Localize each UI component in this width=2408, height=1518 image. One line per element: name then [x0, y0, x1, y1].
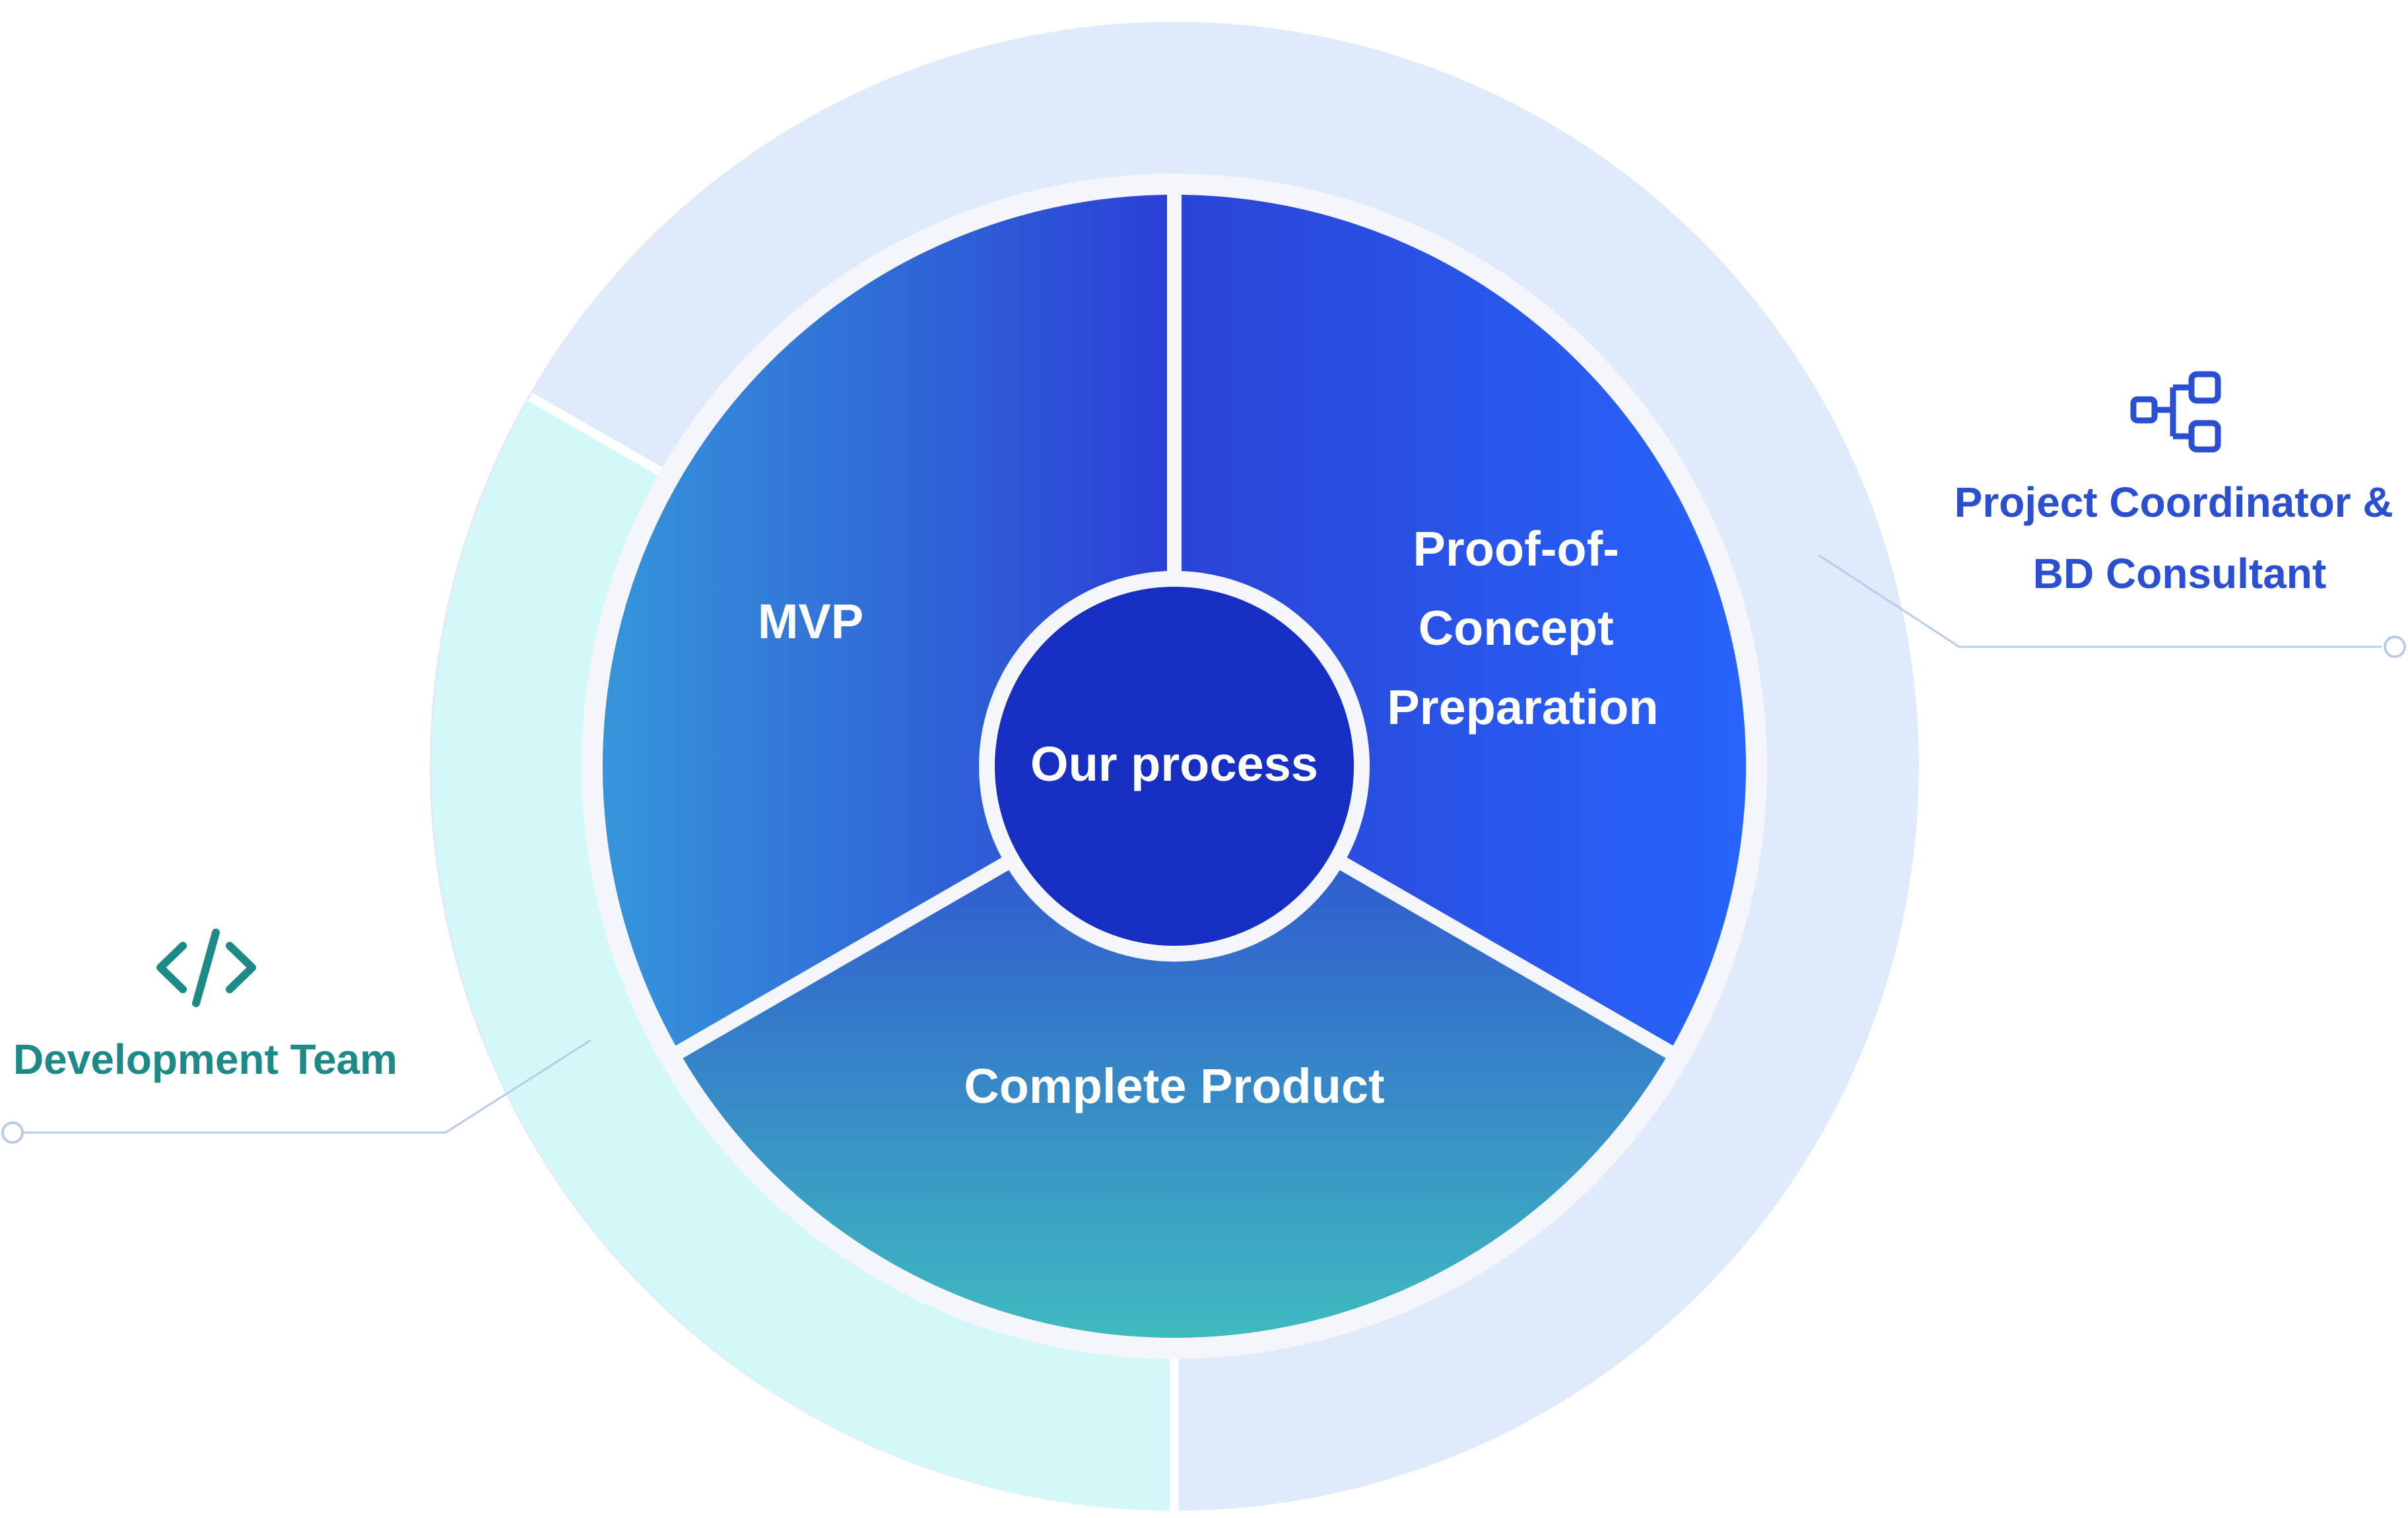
coordinator-label-line: Project Coordinator & [1955, 478, 2393, 526]
segment-poc-label-line: Preparation [1387, 680, 1658, 735]
process-pie [582, 174, 1767, 1359]
segment-mvp-label: MVP [758, 594, 863, 649]
hierarchy-icon [2130, 371, 2221, 453]
segment-poc-label-line: Concept [1419, 601, 1614, 655]
development-leader-line [24, 1039, 591, 1134]
coordinator-leader-line [1818, 554, 2382, 648]
coordinator-leader-dot [2384, 636, 2406, 658]
center-circle [995, 587, 1354, 946]
development-leader-dot [1, 1121, 24, 1144]
coordinator-label-line: BD Consultant [2033, 550, 2326, 597]
development-label: Development Team [13, 1036, 397, 1083]
role-development: Development Team [1, 929, 591, 1144]
segment-poc-label-line: Proof-of- [1413, 521, 1619, 576]
segment-poc-label: Proof-of- Concept Preparation [1387, 521, 1658, 735]
coordinator-label: Project Coordinator & BD Consultant [1955, 478, 2405, 597]
center-label: Our process [1030, 737, 1318, 791]
role-coordinator: Project Coordinator & BD Consultant [1818, 371, 2406, 658]
outer-ring-divider [527, 392, 669, 480]
segment-complete-label: Complete Product [964, 1059, 1384, 1113]
code-icon [156, 929, 256, 1007]
